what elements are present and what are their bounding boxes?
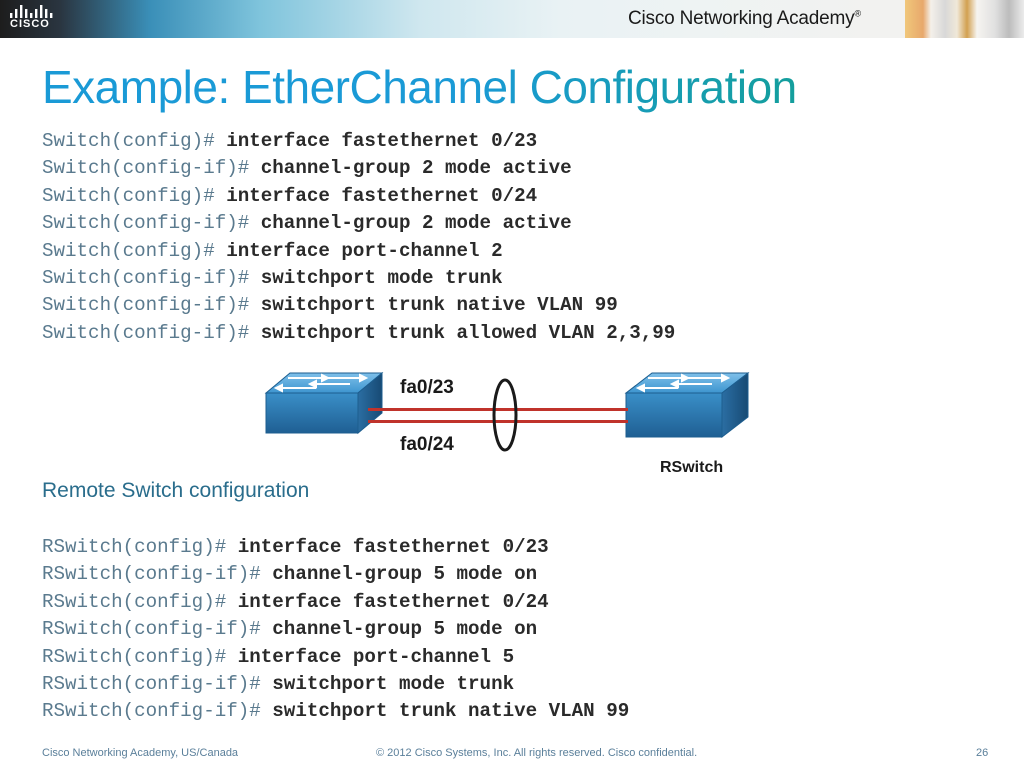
cli-command: switchport trunk native VLAN 99 [260,294,618,317]
config-line: RSwitch(config-if)# channel-group 5 mode… [42,616,629,643]
cli-command: interface fastethernet 0/23 [226,130,538,152]
cli-command: channel-group 2 mode active [260,157,572,180]
bundle-ellipse [492,378,518,452]
config-line: RSwitch(config)# interface fastethernet … [42,534,629,561]
cli-command: channel-group 5 mode on [272,563,538,586]
cli-command: switchport mode trunk [272,672,515,695]
config-line: Switch(config-if)# switchport trunk allo… [42,320,675,347]
cisco-logo-text: CISCO [10,18,50,30]
cli-prompt: RSwitch(config-if)# [42,700,261,723]
left-switch-icon [264,371,384,435]
cli-prompt: Switch(config-if)# [42,321,250,344]
right-switch-icon [624,371,750,439]
cli-prompt: RSwitch(config-if)# [42,563,261,586]
config-line: Switch(config)# interface fastethernet 0… [42,128,675,155]
cli-command: switchport trunk native VLAN 99 [272,700,630,723]
link-fa0-23 [368,408,628,411]
config-line: RSwitch(config-if)# switchport trunk nat… [42,698,629,725]
footer-copyright: © 2012 Cisco Systems, Inc. All rights re… [376,747,698,759]
cli-prompt: RSwitch(config-if)# [42,618,261,641]
rswitch-label: RSwitch [660,459,723,476]
cli-prompt: Switch(config)# [42,130,215,152]
config-line: RSwitch(config)# interface port-channel … [42,644,629,671]
footer-page-number: 26 [976,747,989,759]
config-line: RSwitch(config)# interface fastethernet … [42,589,629,616]
cli-prompt: RSwitch(config-if)# [42,672,261,695]
cli-prompt: Switch(config)# [42,184,215,207]
config-line: Switch(config-if)# channel-group 2 mode … [42,210,675,237]
cli-prompt: RSwitch(config)# [42,590,227,613]
link-label-fa0-23: fa0/23 [400,377,454,398]
config-line: Switch(config)# interface port-channel 2 [42,238,675,265]
etherchannel-links [368,378,628,452]
cli-command: channel-group 5 mode on [272,618,538,641]
remote-switch-config: RSwitch(config)# interface fastethernet … [42,534,629,726]
header-photo-strip [905,0,1024,38]
cli-command: interface port-channel 2 [226,239,503,262]
config-line: Switch(config-if)# switchport mode trunk [42,265,675,292]
slide-title: Example: EtherChannel Configuration [42,61,797,113]
cli-prompt: Switch(config)# [42,239,215,262]
cli-command: interface fastethernet 0/23 [237,536,549,558]
etherchannel-diagram: fa0/23 fa0/24 RSwitch [264,371,750,476]
cli-prompt: Switch(config-if)# [42,212,250,235]
config-line: Switch(config-if)# switchport trunk nati… [42,292,675,319]
footer-academy: Cisco Networking Academy, US/Canada [42,747,239,759]
link-label-fa0-24: fa0/24 [400,434,454,455]
remote-switch-heading: Remote Switch configuration [42,479,310,502]
config-line: Switch(config)# interface fastethernet 0… [42,183,675,210]
cisco-logo [10,5,53,18]
trademark-mark: ® [854,8,861,19]
config-line: Switch(config-if)# channel-group 2 mode … [42,155,675,182]
cli-command: switchport trunk allowed VLAN 2,3,99 [260,321,676,344]
cli-prompt: RSwitch(config)# [42,645,227,668]
cli-command: interface fastethernet 0/24 [226,184,538,207]
link-fa0-24 [368,420,628,423]
config-line: RSwitch(config-if)# channel-group 5 mode… [42,561,629,588]
config-line: RSwitch(config-if)# switchport mode trun… [42,671,629,698]
cli-prompt: Switch(config-if)# [42,157,250,180]
cli-prompt: Switch(config-if)# [42,294,250,317]
header-bar: CISCO Cisco Networking Academy® [0,0,1024,38]
cli-command: channel-group 2 mode active [260,212,572,235]
academy-title: Cisco Networking Academy® [628,8,861,30]
cli-command: switchport mode trunk [260,266,503,289]
cli-prompt: RSwitch(config)# [42,536,227,558]
cli-command: interface port-channel 5 [237,645,515,668]
cli-prompt: Switch(config-if)# [42,266,250,289]
cli-command: interface fastethernet 0/24 [237,590,549,613]
academy-title-text: Cisco Networking Academy [628,8,855,29]
local-switch-config: Switch(config)# interface fastethernet 0… [42,128,675,347]
